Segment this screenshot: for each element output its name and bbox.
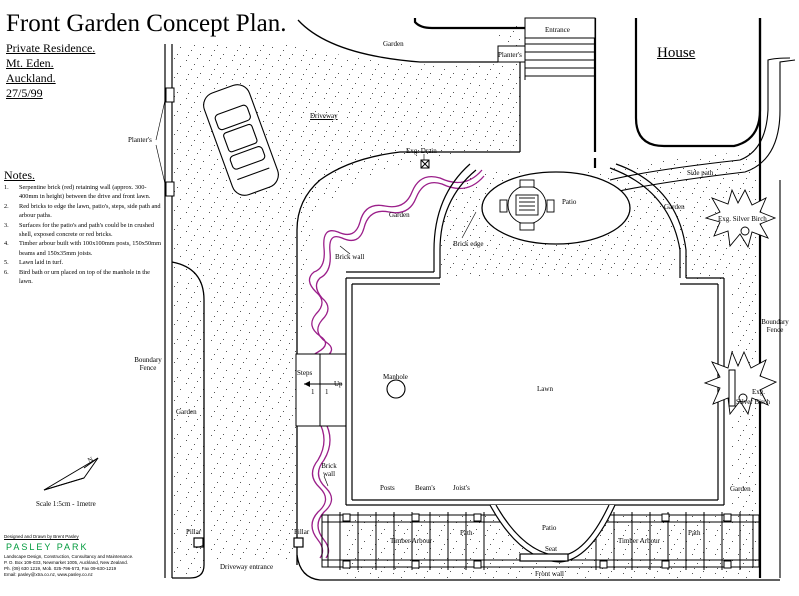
beams-label: Beam's bbox=[415, 484, 436, 492]
boundary-fence-left bbox=[155, 44, 175, 578]
steps-label: Steps bbox=[297, 369, 313, 377]
serpentine-wall bbox=[308, 169, 485, 559]
side-path-label: Side path bbox=[687, 169, 714, 177]
bottom-patio bbox=[489, 504, 616, 563]
note-number: 2. bbox=[4, 202, 9, 210]
pillar-right bbox=[293, 537, 304, 548]
stipple-fill bbox=[172, 25, 760, 578]
note-number: 4. bbox=[4, 240, 9, 248]
driveway-label: Driveway bbox=[310, 112, 338, 120]
note-item: 6. Bird bath or urn placed on top of the … bbox=[2, 268, 162, 287]
pillar-right-label: Pillar bbox=[294, 528, 310, 536]
timber-arbour-left-label: Timber Arbour bbox=[390, 537, 432, 545]
up-label: Up bbox=[334, 380, 343, 388]
note-text: Red bricks to edge the lawn, patio's, st… bbox=[19, 202, 161, 220]
info-line-2: Mt. Eden. bbox=[6, 56, 54, 70]
exg-label: Exg. bbox=[752, 388, 766, 396]
manhole-label: Manhole bbox=[383, 373, 408, 381]
entrance-steps bbox=[497, 17, 596, 152]
planters-top-label: Planter's bbox=[498, 51, 522, 59]
planters-left-label: Planter's bbox=[128, 136, 152, 144]
note-number: 5. bbox=[4, 259, 9, 267]
info-line-1: Private Residence. bbox=[6, 41, 96, 55]
silver-birch-trunk-box bbox=[728, 369, 736, 407]
brick-edge-label: Brick edge bbox=[453, 240, 484, 248]
north-arrow bbox=[43, 457, 99, 491]
scale-label: Scale 1:5cm - 1metre bbox=[36, 500, 96, 508]
silver-birch-label: Silver Birch bbox=[736, 398, 771, 406]
silver-birch-top bbox=[704, 188, 777, 249]
note-item: 4. Timber arbour built with 100x100mm pos… bbox=[2, 239, 162, 258]
credit-line-1: Landscape Design, Construction, Consulta… bbox=[4, 554, 134, 559]
credit-line-2: P. O. Box 109-033, Newmarket 1005, Auckl… bbox=[4, 560, 128, 565]
car bbox=[203, 84, 279, 196]
note-item: 2. Red bricks to edge the lawn, patio's, … bbox=[2, 202, 162, 221]
credit-line-4: Email: pasley@xtra.co.nz, www.pasley.co.… bbox=[4, 572, 93, 577]
house-label: House bbox=[657, 45, 696, 61]
note-text: Lawn laid in turf. bbox=[19, 259, 64, 267]
boundary-fence-left-label: Boundary Fence bbox=[134, 356, 162, 372]
designer-credit: Designed and Drawn by Brent Pasley bbox=[4, 534, 79, 539]
note-item: 3. Surfaces for the patio's and path's co… bbox=[2, 221, 162, 240]
drain-cross-2 bbox=[420, 159, 430, 169]
notes-heading: Notes. bbox=[4, 168, 35, 182]
garden-right-label: Garden bbox=[664, 203, 685, 211]
driveway-entrance-label: Driveway entrance bbox=[220, 563, 274, 571]
seat-label: Seat bbox=[545, 545, 558, 553]
note-text: Bird bath or urn placed on top of the ma… bbox=[19, 268, 150, 286]
path-left-label: Path bbox=[460, 529, 473, 537]
manhole bbox=[386, 379, 406, 399]
note-number: 3. bbox=[4, 221, 9, 229]
info-line-4: 27/5/99 bbox=[6, 86, 43, 100]
garden-bottom-right-label: Garden bbox=[730, 485, 751, 493]
path-right-label: Path bbox=[688, 529, 701, 537]
steps bbox=[295, 353, 347, 427]
note-text: Timber arbour built with 100x100mm posts… bbox=[19, 240, 161, 257]
entrance-label: Entrance bbox=[545, 26, 570, 34]
info-line-3: Auckland. bbox=[6, 71, 56, 85]
posts-label: Posts bbox=[380, 484, 395, 492]
note-number: 1. bbox=[4, 184, 9, 191]
exg-drain-label: Exg. Drain bbox=[406, 147, 437, 155]
credit-line-3: Ph. (09) 630 1219, Mob. 025-796-573, Fax… bbox=[4, 566, 117, 571]
driveway-edges bbox=[171, 19, 520, 579]
note-item: 1. Serpentine brick (red) retaining wall … bbox=[2, 183, 162, 202]
garden-left-label: Garden bbox=[176, 408, 197, 416]
silver-birch-top-label: Exg. Silver Birch bbox=[718, 215, 767, 223]
house-outline bbox=[413, 18, 762, 578]
brick-wall-top-label: Brick wall bbox=[335, 253, 365, 261]
step-2-label: 1 bbox=[325, 388, 329, 396]
note-item: 5. Lawn laid in turf. bbox=[2, 258, 162, 267]
timber-arbour-right-label: Timber Arbour bbox=[618, 537, 660, 545]
boundary-fence-right-label: Boundary Fence bbox=[761, 318, 789, 334]
front-wall-label: Front wall bbox=[535, 570, 564, 578]
brick-wall-bottom-label: Brick wall bbox=[321, 462, 337, 478]
silver-birch-bottom bbox=[703, 350, 778, 416]
front-wall bbox=[296, 554, 780, 581]
up-arrow-head bbox=[304, 381, 310, 387]
patio-top-label: Patio bbox=[562, 198, 577, 206]
leader-lines bbox=[195, 154, 477, 549]
note-number: 6. bbox=[4, 268, 9, 276]
patio-bottom-label: Patio bbox=[542, 524, 557, 532]
note-text: Serpentine brick (red) retaining wall (a… bbox=[19, 184, 151, 201]
firm-logo-text: PASLEY PARK bbox=[6, 542, 89, 552]
step-1-label: 1 bbox=[311, 388, 315, 396]
garden-top-label: Garden bbox=[383, 40, 404, 48]
table-setting bbox=[499, 179, 555, 231]
side-path bbox=[609, 57, 796, 578]
note-text: Surfaces for the patio's and path's coul… bbox=[19, 221, 154, 239]
pillar-left-label: Pillar bbox=[186, 528, 202, 536]
lawn-label: Lawn bbox=[537, 385, 553, 393]
garden-mid-label: Garden bbox=[389, 211, 410, 219]
page-title: Front Garden Concept Plan. bbox=[6, 10, 287, 37]
notes-list: 1. Serpentine brick (red) retaining wall … bbox=[2, 183, 162, 286]
joists-label: Joist's bbox=[453, 484, 470, 492]
